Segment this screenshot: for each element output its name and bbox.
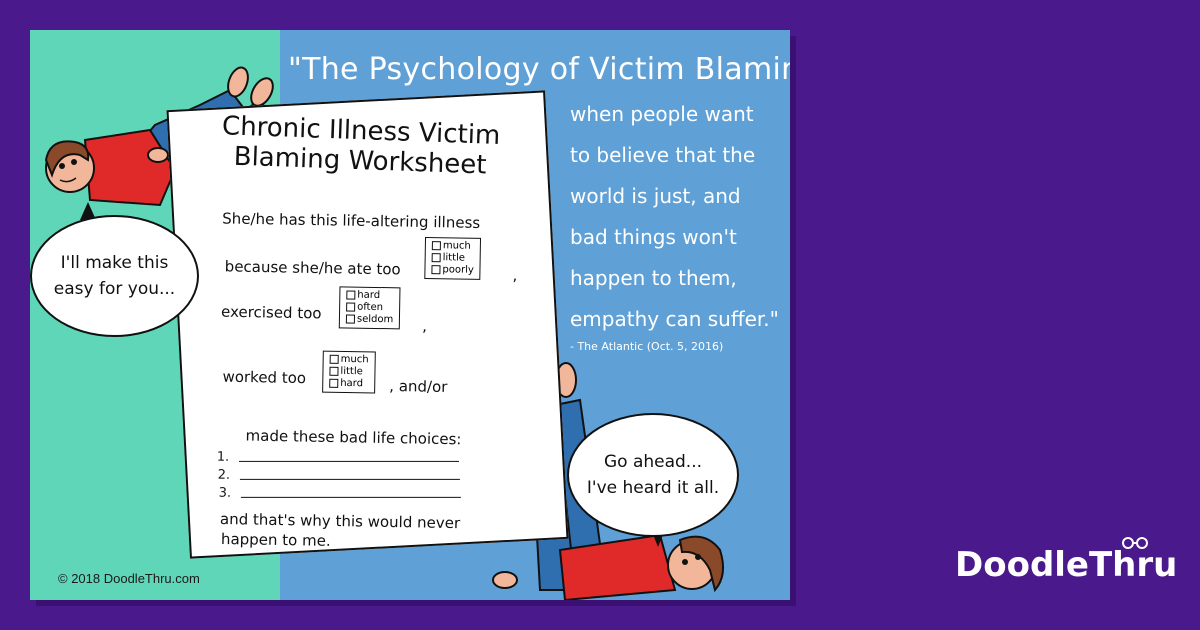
work-options: much little hard <box>322 350 376 394</box>
worksheet-line: She/he has this life-altering illness <box>222 209 481 232</box>
exercise-option: seldom <box>345 313 394 326</box>
worksheet-line: made these bad life choices: <box>245 426 462 449</box>
option-label: poorly <box>442 264 474 276</box>
option-label: little <box>442 252 466 264</box>
worksheet-line: because she/he ate too <box>224 257 401 279</box>
option-label: much <box>442 240 471 252</box>
speech-line: easy for you... <box>53 279 176 299</box>
ate-options: much little poorly <box>424 236 482 280</box>
speech-line: I'll make this <box>60 253 169 273</box>
checkbox <box>431 252 441 262</box>
checkbox <box>346 301 356 312</box>
checkbox <box>431 264 441 274</box>
quote-line: when people want <box>570 102 754 126</box>
copyright-notice: © 2018 DoodleThru.com <box>58 571 200 586</box>
comic-panel: "The Psychology of Victim Blaming: when … <box>30 30 790 600</box>
work-option: much <box>329 353 369 367</box>
doodlethru-logo: DoodleThru <box>955 545 1178 585</box>
quote-line: happen to them, <box>570 266 737 290</box>
work-option: hard <box>329 378 368 391</box>
worksheet-line: , and/or <box>389 376 448 396</box>
blank-number: 2. <box>217 467 231 483</box>
ate-option: little <box>431 252 475 265</box>
option-label: much <box>340 353 369 366</box>
speech-bubble-right: Go ahead... I've heard it all. <box>567 413 739 537</box>
quote-body: when people want to believe that the wor… <box>570 94 779 340</box>
checkbox <box>329 378 339 388</box>
glasses-icon <box>1122 537 1148 549</box>
exercise-options: hard often seldom <box>338 286 401 330</box>
checkbox <box>345 313 356 324</box>
speech-text: I'll make this easy for you... <box>54 250 175 302</box>
option-label: seldom <box>356 313 394 326</box>
worksheet: Chronic Illness Victim Blaming Worksheet… <box>166 90 569 559</box>
exercise-option: hard <box>346 289 394 302</box>
ate-option: poorly <box>431 264 474 277</box>
checkbox <box>431 240 441 250</box>
worksheet-line: happen to me. <box>220 529 331 550</box>
worksheet-line: and that's why this would never <box>219 509 461 533</box>
work-option: little <box>329 366 368 379</box>
worksheet-title: Chronic Illness Victim Blaming Worksheet <box>200 111 522 182</box>
quote-attribution: - The Atlantic (Oct. 5, 2016) <box>570 340 724 353</box>
worksheet-line: worked too <box>222 367 307 388</box>
speech-text: Go ahead... I've heard it all. <box>587 449 719 501</box>
speech-line: Go ahead... <box>603 452 703 472</box>
speech-bubble-left: I'll make this easy for you... <box>30 215 199 337</box>
quote-title: "The Psychology of Victim Blaming: <box>288 52 790 87</box>
comma: , <box>512 266 518 285</box>
exercise-option: often <box>346 301 394 314</box>
speech-tail <box>80 202 96 220</box>
checkbox <box>346 289 356 300</box>
quote-line: world is just, and <box>570 184 741 208</box>
worksheet-line: exercised too <box>220 302 322 323</box>
quote-line: to believe that the <box>570 143 756 167</box>
checkbox <box>329 354 339 364</box>
option-label: hard <box>357 289 381 302</box>
comma: , <box>422 317 428 336</box>
checkbox <box>329 366 339 376</box>
blank-line <box>238 460 459 462</box>
quote-line: bad things won't <box>570 225 737 249</box>
blank-line <box>239 478 460 480</box>
quote-line: empathy can suffer." <box>570 307 779 331</box>
option-label: little <box>340 365 363 378</box>
option-label: often <box>357 301 384 314</box>
blank-number: 3. <box>218 485 232 501</box>
blank-line <box>240 496 461 498</box>
speech-line: I've heard it all. <box>586 478 720 498</box>
option-label: hard <box>340 377 364 390</box>
ate-option: much <box>431 240 475 253</box>
blank-number: 1. <box>216 449 230 465</box>
